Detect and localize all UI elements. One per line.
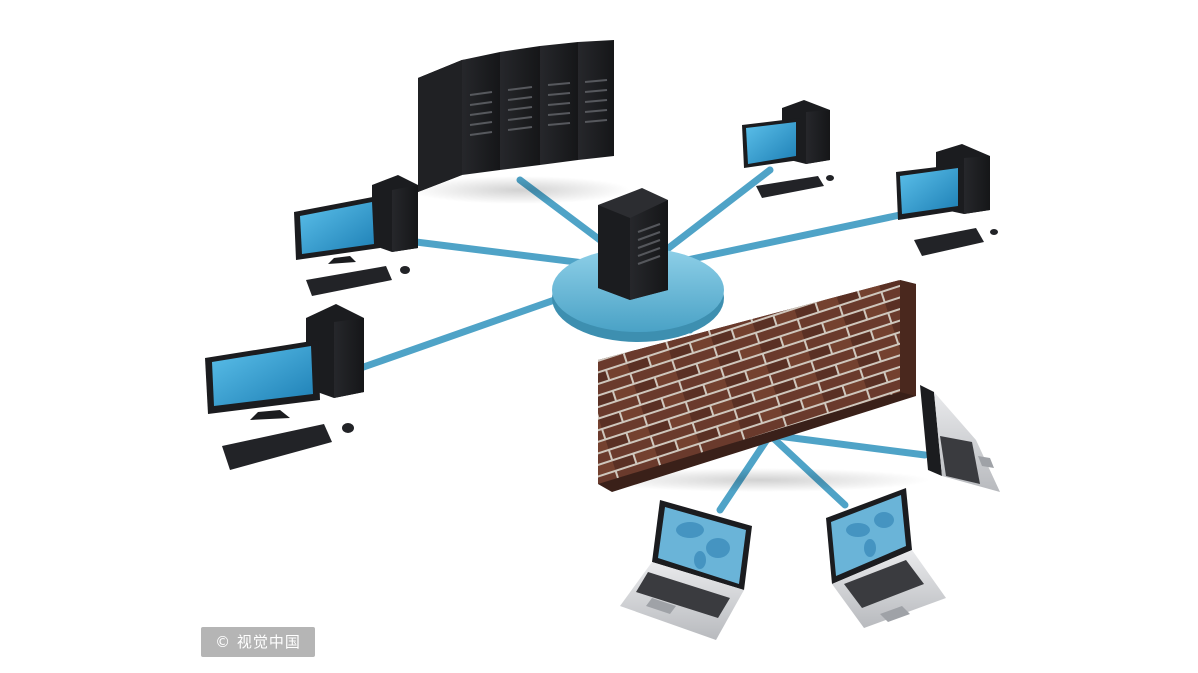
desktop-computer-left xyxy=(205,304,364,470)
monitor-icon xyxy=(896,164,962,220)
monitor-icon xyxy=(205,340,320,420)
desktop-computer-right xyxy=(896,144,998,256)
desktop-computer-top-left xyxy=(294,175,418,296)
laptop-center xyxy=(826,488,946,628)
desktop-computer-top-right xyxy=(742,100,834,198)
mouse-icon xyxy=(400,266,410,274)
keyboard-icon xyxy=(306,266,392,296)
central-server-icon xyxy=(598,188,668,300)
firewall-brick-wall xyxy=(590,280,930,492)
watermark: © 视觉中国 xyxy=(201,627,315,657)
keyboard-icon xyxy=(914,228,984,256)
keyboard-icon xyxy=(222,424,332,470)
monitor-icon xyxy=(742,118,800,168)
mouse-icon xyxy=(826,175,834,181)
keyboard-icon xyxy=(756,176,824,198)
laptop-right xyxy=(920,385,1000,492)
mouse-icon xyxy=(342,423,354,433)
mouse-icon xyxy=(990,229,998,235)
laptop-left xyxy=(620,500,752,640)
cable-laptop-right xyxy=(766,431,929,459)
monitor-icon xyxy=(294,196,380,264)
server-rack-icon xyxy=(410,40,630,204)
